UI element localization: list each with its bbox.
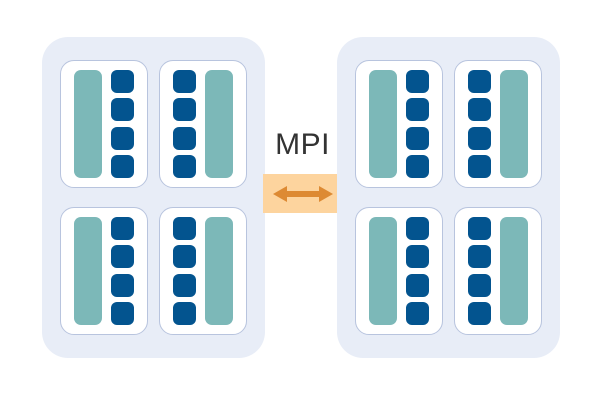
core-column: [111, 70, 135, 178]
node-left-socket-row-bottom: [60, 207, 247, 335]
memory-bar-icon: [205, 217, 234, 325]
core-column: [467, 70, 491, 178]
core-square-icon: [172, 70, 196, 93]
node-left-socket-row-top: [60, 60, 247, 188]
core-square-icon: [111, 154, 135, 178]
node-left-socket-4[interactable]: [159, 207, 247, 335]
core-column: [406, 70, 430, 178]
node-left-socket-2[interactable]: [159, 60, 247, 188]
mpi-label: MPI: [275, 128, 330, 161]
core-square-icon: [111, 245, 135, 269]
core-square-icon: [406, 126, 430, 150]
core-square-icon: [111, 70, 135, 93]
core-square-icon: [172, 217, 196, 240]
node-left-socket-1[interactable]: [60, 60, 148, 188]
double-headed-arrow-icon: [272, 183, 334, 205]
core-square-icon: [406, 154, 430, 178]
core-square-icon: [172, 98, 196, 122]
core-square-icon: [467, 154, 491, 178]
core-square-icon: [111, 126, 135, 150]
core-square-icon: [111, 98, 135, 122]
memory-bar-icon: [73, 70, 102, 178]
core-column: [467, 217, 491, 325]
core-square-icon: [172, 301, 196, 325]
core-square-icon: [111, 273, 135, 297]
core-square-icon: [467, 245, 491, 269]
memory-bar-icon: [500, 70, 529, 178]
memory-bar-icon: [73, 217, 102, 325]
node-panel-right[interactable]: [337, 37, 560, 358]
core-square-icon: [406, 245, 430, 269]
core-square-icon: [406, 217, 430, 240]
core-square-icon: [467, 273, 491, 297]
mpi-link: MPI: [263, 130, 342, 213]
memory-bar-icon: [368, 217, 397, 325]
node-left-socket-3[interactable]: [60, 207, 148, 335]
memory-bar-icon: [368, 70, 397, 178]
memory-bar-icon: [500, 217, 529, 325]
node-panel-left[interactable]: [42, 37, 265, 358]
node-right-socket-1[interactable]: [355, 60, 443, 188]
node-right-socket-2[interactable]: [454, 60, 542, 188]
mpi-arrow-band: [263, 174, 342, 213]
node-right-socket-row-bottom: [355, 207, 542, 335]
core-square-icon: [406, 70, 430, 93]
node-right-socket-row-top: [355, 60, 542, 188]
core-square-icon: [172, 126, 196, 150]
core-square-icon: [406, 301, 430, 325]
core-square-icon: [467, 301, 491, 325]
node-right-socket-3[interactable]: [355, 207, 443, 335]
core-square-icon: [172, 273, 196, 297]
core-square-icon: [467, 98, 491, 122]
core-column: [111, 217, 135, 325]
core-column: [406, 217, 430, 325]
core-square-icon: [172, 154, 196, 178]
core-square-icon: [406, 98, 430, 122]
core-square-icon: [111, 301, 135, 325]
node-right-socket-4[interactable]: [454, 207, 542, 335]
core-square-icon: [467, 217, 491, 240]
core-square-icon: [406, 273, 430, 297]
core-square-icon: [111, 217, 135, 240]
core-column: [172, 217, 196, 325]
core-square-icon: [172, 245, 196, 269]
core-square-icon: [467, 70, 491, 93]
core-column: [172, 70, 196, 178]
core-square-icon: [467, 126, 491, 150]
memory-bar-icon: [205, 70, 234, 178]
